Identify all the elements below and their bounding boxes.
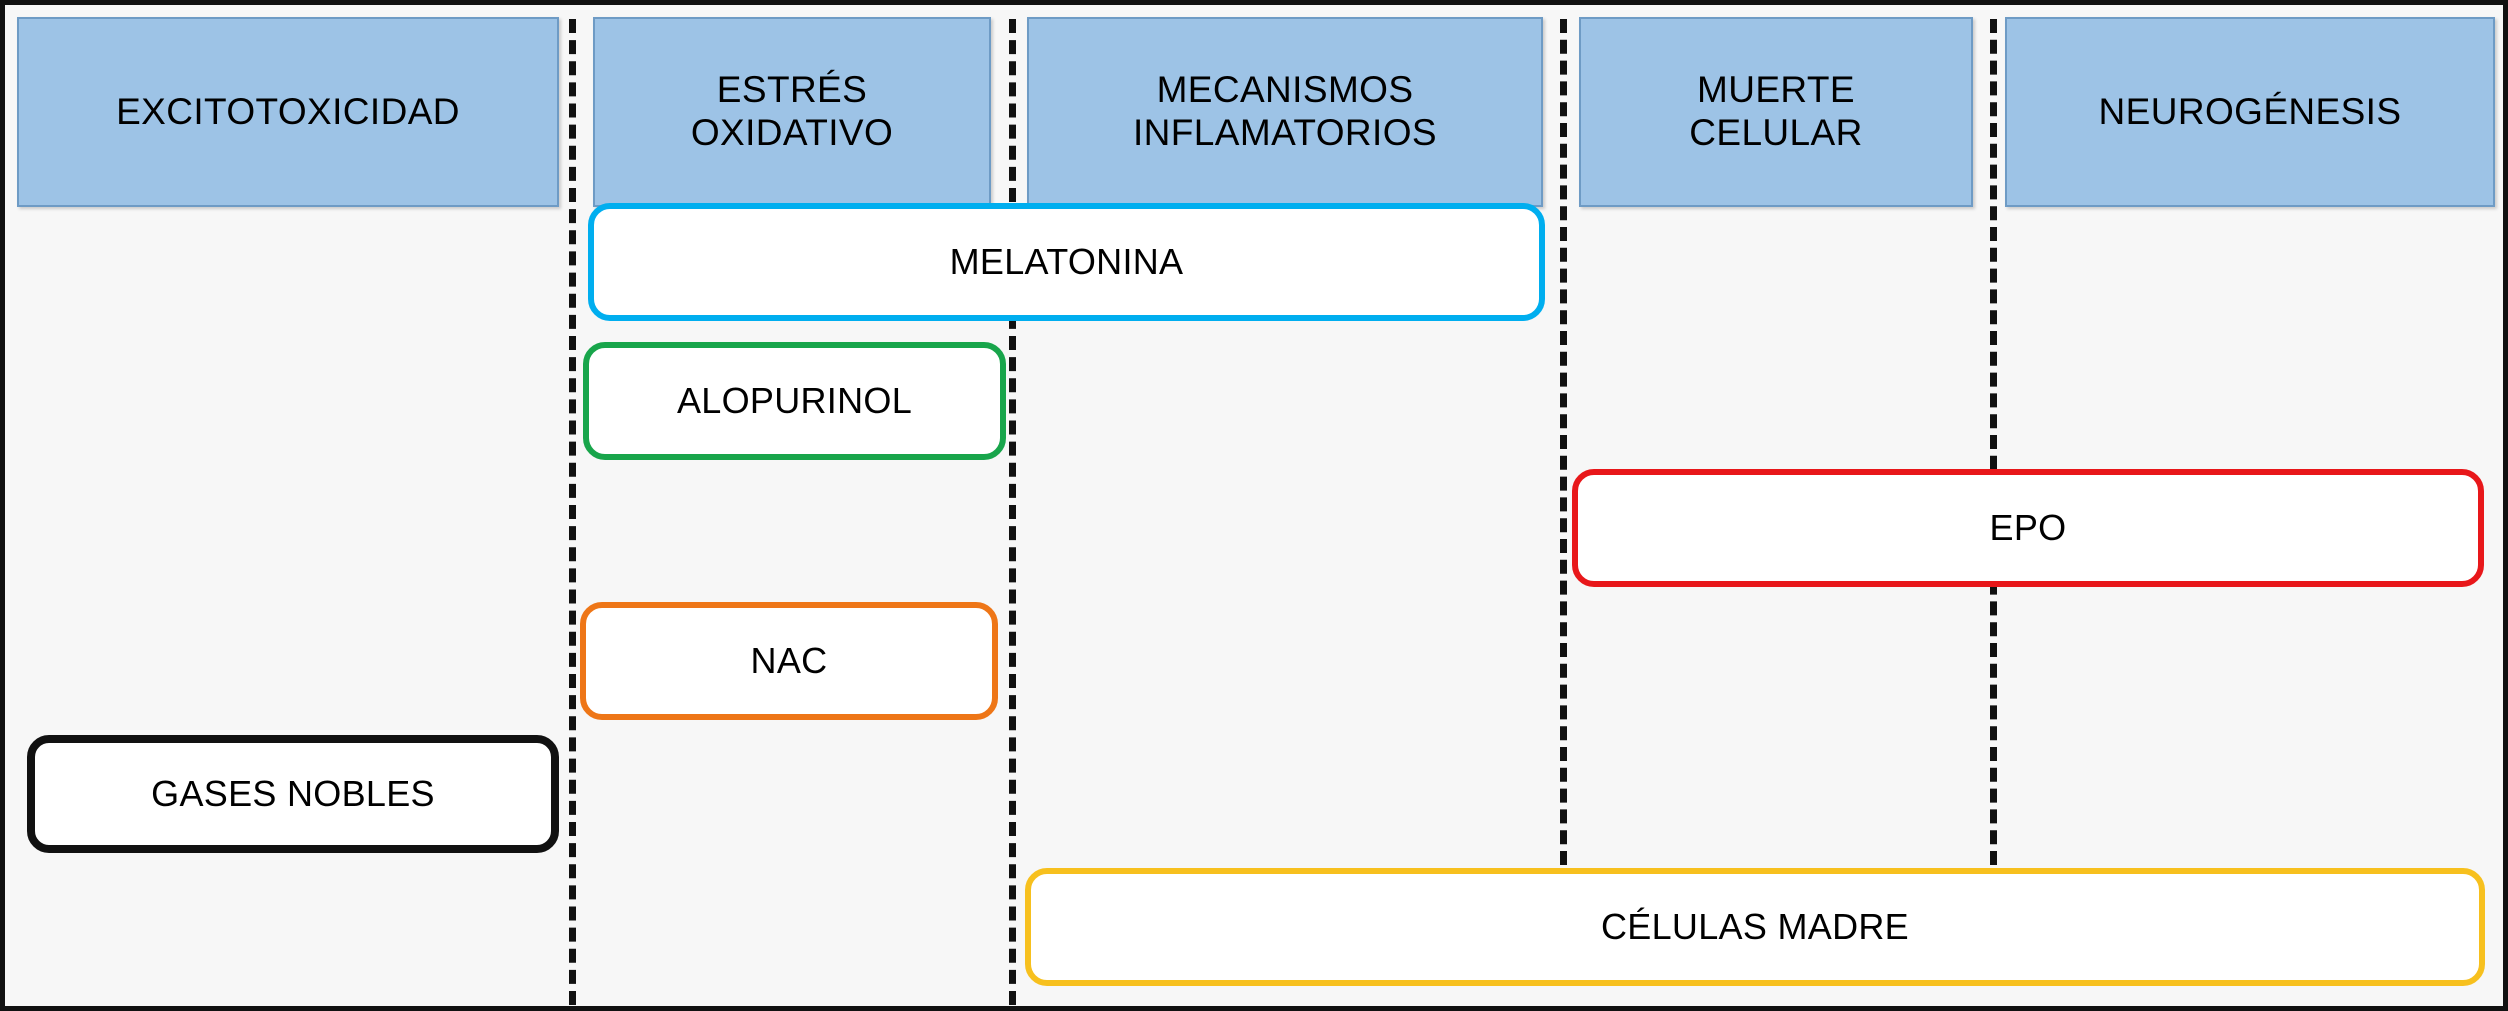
therapy-box-alopurinol: ALOPURINOL: [583, 342, 1006, 460]
column-header-neurogenesis: NEUROGÉNESIS: [2005, 17, 2495, 207]
column-header-excitotoxicidad: EXCITOTOXICIDAD: [17, 17, 559, 207]
therapy-box-nac: NAC: [580, 602, 998, 720]
column-divider-2: [1009, 19, 1016, 1005]
column-header-mecanismos-inflamatorios: MECANISMOS INFLAMATORIOS: [1027, 17, 1543, 207]
therapy-box-celulas-madre: CÉLULAS MADRE: [1025, 868, 2485, 986]
column-header-estres-oxidativo: ESTRÉS OXIDATIVO: [593, 17, 991, 207]
column-header-muerte-celular: MUERTE CELULAR: [1579, 17, 1973, 207]
therapy-box-gases-nobles: GASES NOBLES: [27, 735, 559, 853]
column-divider-4: [1990, 19, 1997, 865]
therapy-box-epo: EPO: [1572, 469, 2484, 587]
column-divider-3: [1560, 19, 1567, 865]
column-divider-1: [569, 19, 576, 1005]
therapy-box-melatonina: MELATONINA: [588, 203, 1545, 321]
